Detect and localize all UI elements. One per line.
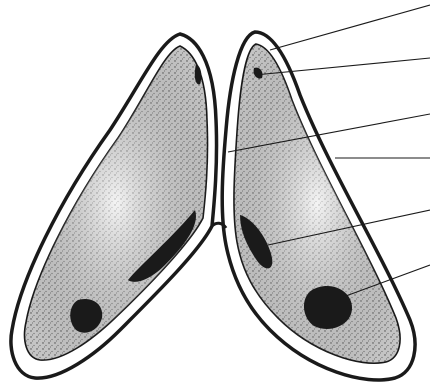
right-valve xyxy=(222,32,415,380)
hinge-ligament xyxy=(212,223,226,228)
left-valve-shading xyxy=(25,46,208,360)
right-adductor-scar xyxy=(304,286,352,329)
leader-line-1 xyxy=(270,5,430,50)
left-valve xyxy=(11,34,217,378)
